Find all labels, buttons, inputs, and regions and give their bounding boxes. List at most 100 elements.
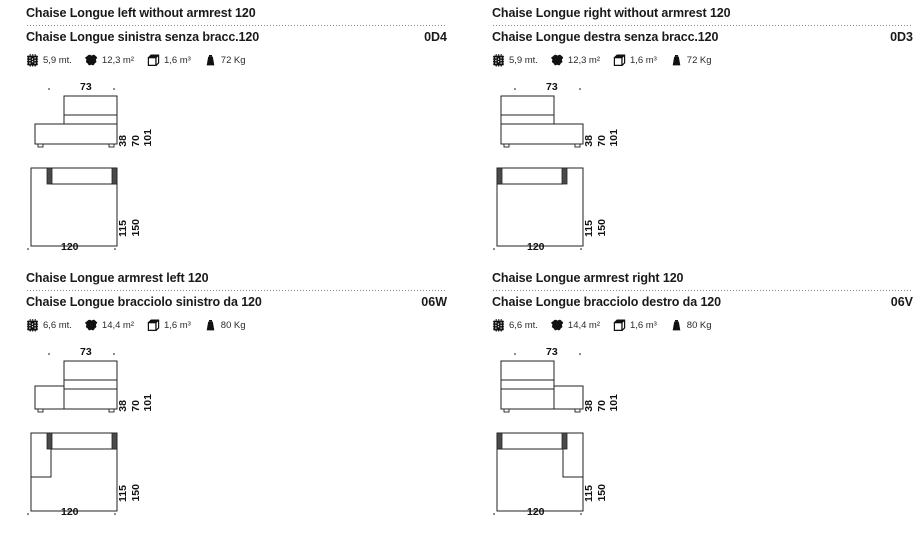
elevation-total-height-label: 101	[142, 394, 154, 412]
plan-svg	[30, 432, 118, 512]
plan-depth-labels: 115 150	[583, 450, 608, 502]
spec-volume-unit: m³	[645, 319, 657, 331]
dim-tick	[27, 513, 29, 515]
title-divider	[26, 25, 447, 26]
dim-tick	[113, 88, 115, 90]
weight-icon	[204, 54, 217, 67]
technical-drawings: 73 38 70 101	[492, 81, 722, 269]
elevation-width-label: 73	[546, 81, 558, 93]
plan-width-label: 120	[61, 241, 79, 253]
spec-volume-unit: m³	[645, 54, 657, 66]
spec-weight-value: 80	[686, 319, 698, 331]
elevation-seat-height-label: 38	[117, 400, 129, 412]
dim-tick	[48, 353, 50, 355]
plan-width-label: 120	[527, 506, 545, 518]
spec-fabric-unit: mt.	[58, 54, 72, 66]
elevation-svg	[34, 360, 118, 413]
dim-tick	[580, 513, 582, 515]
weight-icon	[204, 319, 217, 332]
fabric-swatch-icon	[26, 53, 39, 67]
plan-seat-depth-label: 115	[117, 485, 129, 502]
leather-hide-icon	[551, 319, 564, 332]
dim-tick	[579, 353, 581, 355]
box-volume-icon	[147, 54, 160, 67]
plan-drawing: 115 150 120	[492, 430, 722, 534]
elevation-height-labels: 38 70 101	[117, 89, 154, 147]
dim-tick	[579, 88, 581, 90]
product-title-row: Chaise Longue bracciolo destro da 120 06…	[492, 294, 913, 310]
technical-drawings: 73 38 70 101	[492, 346, 722, 534]
spec-volume-unit: m³	[179, 54, 191, 66]
spec-weight-value: 72	[686, 54, 698, 66]
product-code: 0D4	[424, 30, 447, 44]
plan-total-depth-label: 150	[595, 219, 608, 237]
spec-volume-value: 1,6	[164, 319, 178, 331]
spec-fabric-value: 5,9	[509, 54, 523, 66]
elevation-svg	[500, 360, 584, 413]
spec-fabric-unit: mt.	[524, 319, 538, 331]
elevation-drawing: 73 38 70 101	[492, 346, 722, 426]
plan-svg	[496, 167, 584, 247]
product-block-chaise-longue-right-without-armrest-120: Chaise Longue right without armrest 120 …	[492, 6, 913, 269]
elevation-back-height-label: 70	[129, 135, 142, 147]
dim-tick	[27, 248, 29, 250]
technical-drawings: 73 38 70 101	[26, 346, 256, 534]
elevation-total-height-label: 101	[608, 129, 620, 147]
product-title-en: Chaise Longue armrest right 120	[492, 271, 684, 285]
elevation-height-labels: 38 70 101	[583, 354, 620, 412]
plan-depth-labels: 115 150	[117, 450, 142, 502]
plan-seat-depth-label: 115	[583, 485, 595, 502]
product-title-it: Chaise Longue bracciolo destro da 120	[492, 295, 722, 309]
spec-leather-unit: m²	[122, 319, 134, 331]
plan-width-label: 120	[61, 506, 79, 518]
weight-icon	[670, 319, 683, 332]
title-divider	[492, 25, 913, 26]
box-volume-icon	[613, 54, 626, 67]
plan-total-depth-label: 150	[129, 219, 142, 237]
elevation-svg	[34, 95, 118, 148]
plan-width-label: 120	[527, 241, 545, 253]
spec-fabric-unit: mt.	[524, 54, 538, 66]
dim-tick	[580, 248, 582, 250]
dim-tick	[114, 248, 116, 250]
elevation-seat-height-label: 38	[583, 135, 595, 147]
plan-seat-depth-label: 115	[117, 220, 129, 237]
product-title-it: Chaise Longue destra senza bracc.120	[492, 30, 719, 44]
spec-weight-value: 72	[220, 54, 232, 66]
product-title-en: Chaise Longue left without armrest 120	[26, 6, 256, 20]
product-block-chaise-longue-left-without-armrest-120: Chaise Longue left without armrest 120 C…	[26, 6, 447, 269]
spec-leather-unit: m²	[588, 319, 600, 331]
product-code: 06V	[890, 295, 913, 309]
plan-total-depth-label: 150	[129, 484, 142, 502]
spec-volume-unit: m³	[179, 319, 191, 331]
product-title-it: Chaise Longue bracciolo sinistro da 120	[26, 295, 262, 309]
title-divider	[492, 290, 913, 291]
spec-leather-value: 14,4	[567, 319, 587, 331]
plan-drawing: 115 150 120	[492, 165, 722, 269]
dim-tick	[48, 88, 50, 90]
plan-depth-labels: 115 150	[583, 185, 608, 237]
elevation-svg	[500, 95, 584, 148]
spec-leather-unit: m²	[122, 54, 134, 66]
elevation-width-label: 73	[546, 346, 558, 358]
plan-depth-labels: 115 150	[117, 185, 142, 237]
technical-drawings: 73 38 70 101	[26, 81, 256, 269]
dim-tick	[514, 88, 516, 90]
spec-weight-unit: Kg	[699, 319, 712, 331]
plan-drawing: 115 150 120	[26, 165, 256, 269]
elevation-seat-height-label: 38	[583, 400, 595, 412]
elevation-back-height-label: 70	[595, 400, 608, 412]
product-title-it: Chaise Longue sinistra senza bracc.120	[26, 30, 260, 44]
spec-weight-unit: Kg	[233, 54, 246, 66]
elevation-height-labels: 38 70 101	[117, 354, 154, 412]
